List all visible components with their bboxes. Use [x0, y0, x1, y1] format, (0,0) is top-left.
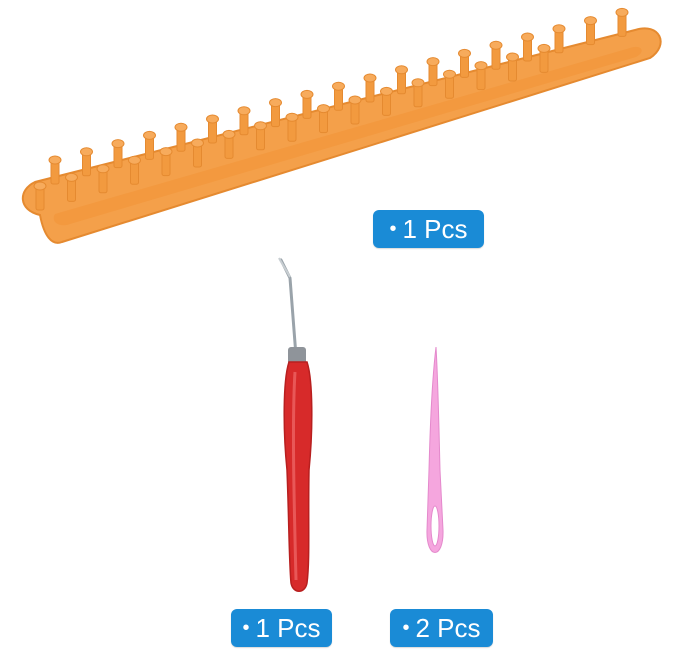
loom-peg-top	[300, 89, 314, 99]
needle-quantity-badge: • 2 Pcs	[390, 609, 493, 647]
loom-peg-top	[143, 130, 156, 140]
hook-quantity-label: 1 Pcs	[255, 613, 321, 643]
loom-peg-top	[380, 86, 393, 96]
loom-peg-top	[584, 16, 597, 26]
loom-peg-top	[269, 98, 282, 108]
loom-peg-top	[395, 65, 408, 75]
bullet-icon: •	[389, 218, 397, 240]
loom-peg-top	[317, 104, 330, 114]
loom-peg-top	[348, 95, 362, 105]
loom-peg-top	[254, 121, 267, 131]
loom-quantity-label: 1 Pcs	[402, 214, 468, 244]
loom-peg-top	[506, 52, 519, 62]
loom-peg-top	[237, 106, 251, 116]
loom-peg-top	[80, 147, 93, 157]
loom-peg-top	[537, 43, 551, 53]
loom-peg-top	[33, 181, 47, 191]
bullet-icon: •	[402, 617, 410, 639]
needle-quantity-label: 2 Pcs	[415, 613, 481, 643]
loom-peg-top	[474, 61, 488, 71]
loom-peg-top	[426, 57, 440, 67]
bullet-icon: •	[242, 617, 250, 639]
loom-peg-top	[443, 69, 456, 79]
loom-peg-top	[96, 164, 110, 174]
loom-peg-top	[521, 32, 534, 42]
loom-peg-top	[111, 139, 125, 149]
loom-peg-top	[222, 129, 236, 139]
loom-peg-top	[191, 138, 204, 148]
loom-peg-top	[332, 81, 345, 91]
loom-peg-top	[552, 24, 566, 34]
loom-peg-top	[285, 112, 299, 122]
loom-peg-top	[128, 155, 141, 165]
loom-peg-top	[48, 155, 62, 165]
loom-peg-top	[159, 147, 173, 157]
hook-quantity-badge: • 1 Pcs	[231, 609, 332, 647]
loom-peg-top	[458, 48, 471, 58]
hook-icon	[278, 257, 313, 592]
loom-icon	[21, 7, 662, 244]
loom-peg-top	[65, 172, 78, 182]
loom-quantity-badge: • 1 Pcs	[373, 210, 484, 248]
loom-peg-top	[174, 122, 188, 132]
needle-icon	[426, 346, 444, 553]
loom-peg-top	[411, 78, 425, 88]
loom-peg-top	[489, 40, 503, 50]
loom-peg-top	[615, 7, 629, 17]
loom-peg-top	[363, 73, 377, 83]
loom-peg-top	[206, 114, 219, 124]
